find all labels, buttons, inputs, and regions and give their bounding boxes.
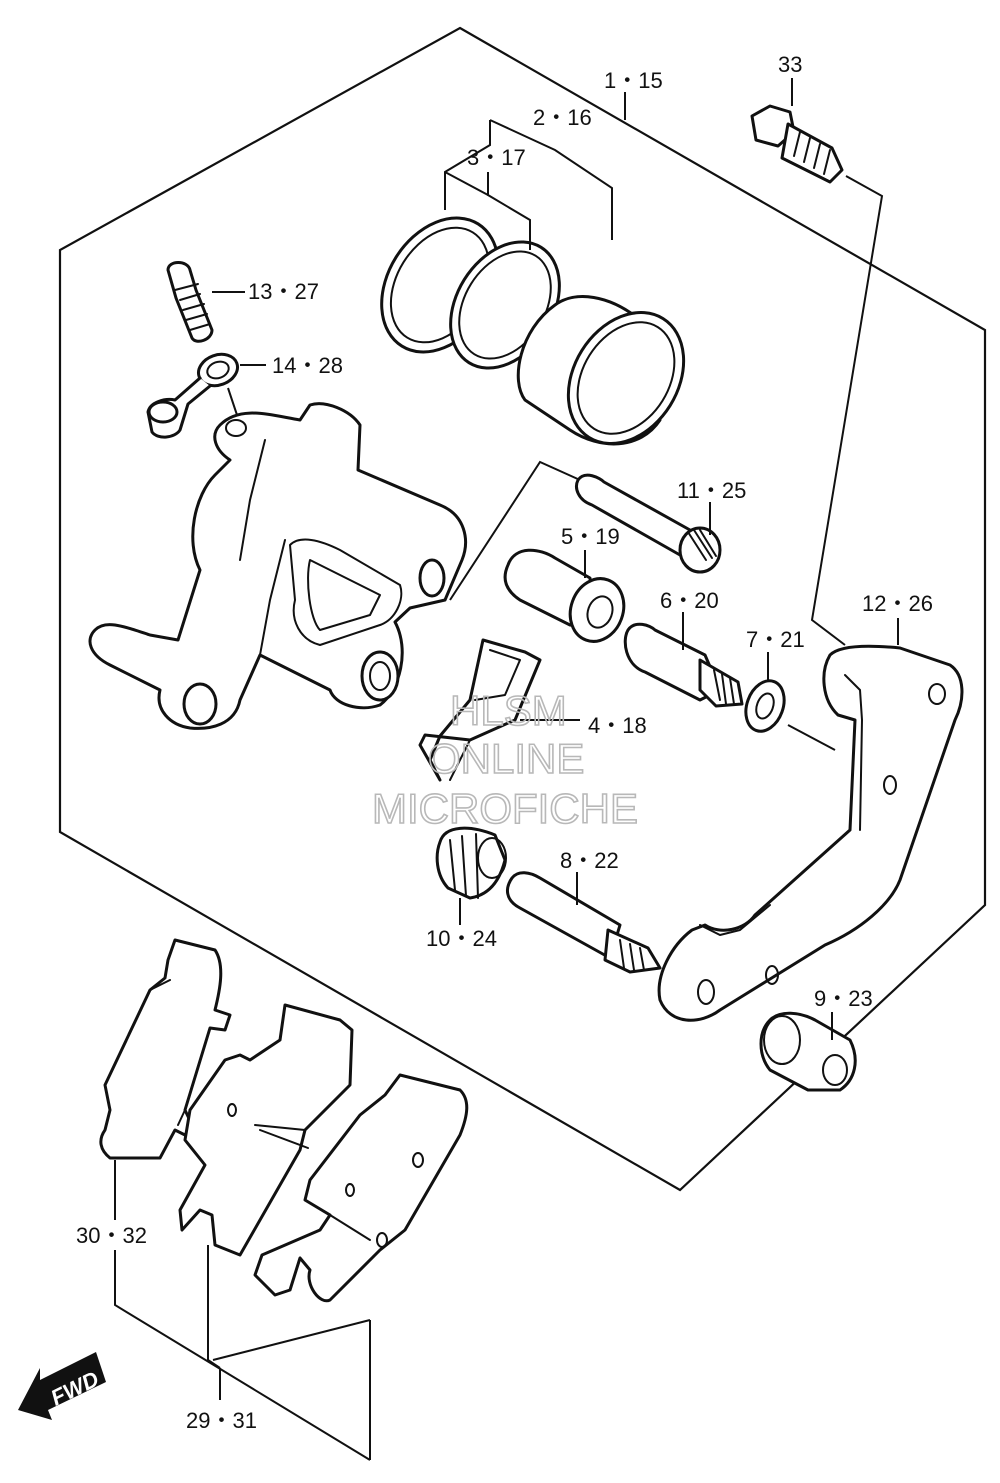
- pin-11[interactable]: [575, 473, 722, 574]
- assembly-frame: [58, 26, 987, 1192]
- label-part-5: 5・19: [561, 524, 620, 549]
- label-part-4: 4・18: [588, 713, 647, 738]
- label-part-14: 14・28: [272, 353, 343, 378]
- sleeve-9[interactable]: [759, 1011, 857, 1092]
- leader-3: [487, 172, 531, 250]
- pin-6[interactable]: [623, 622, 744, 708]
- label-part-9: 9・23: [814, 986, 873, 1011]
- leader-caliper-pin: [449, 460, 581, 601]
- caliper-bracket-12[interactable]: [657, 644, 964, 1022]
- watermark-line-1: HLSM: [450, 687, 567, 734]
- label-part-12: 12・26: [862, 591, 933, 616]
- washer-7[interactable]: [739, 675, 791, 736]
- leader-29: [207, 1245, 221, 1369]
- label-part-10: 10・24: [426, 926, 497, 951]
- label-part-13: 13・27: [248, 279, 319, 304]
- brake-pad-29[interactable]: [178, 1003, 469, 1303]
- pad-spring-clip-4[interactable]: [418, 638, 542, 782]
- leader-33b: [810, 175, 884, 646]
- watermark-line-3: MICROFICHE: [372, 785, 638, 832]
- pad-shim-30[interactable]: [99, 938, 232, 1160]
- label-part-11: 11・25: [677, 478, 746, 503]
- leader-3b: [444, 171, 489, 196]
- boot-10[interactable]: [435, 826, 507, 900]
- leader-14b: [227, 387, 239, 419]
- leader-2b: [444, 120, 491, 210]
- pin-8[interactable]: [506, 871, 662, 974]
- leader-2: [489, 119, 613, 240]
- fwd-arrow-icon: FWD: [18, 1352, 106, 1420]
- leader-30b: [114, 1250, 371, 1461]
- caliper-body[interactable]: [88, 402, 467, 730]
- label-part-2: 2・16: [533, 105, 592, 130]
- watermark-line-2: ONLINE: [428, 735, 584, 782]
- label-part-7: 7・21: [746, 627, 805, 652]
- bleeder-13[interactable]: [166, 261, 214, 343]
- leader-12b: [787, 724, 836, 751]
- bolt-33[interactable]: [750, 104, 844, 184]
- label-part-3: 3・17: [467, 145, 526, 170]
- label-part-33: 33: [778, 52, 802, 77]
- piston[interactable]: [516, 291, 707, 465]
- bleeder-cap-14[interactable]: [146, 349, 242, 439]
- sleeve-boot-5[interactable]: [503, 548, 632, 649]
- label-part-6: 6・20: [660, 588, 719, 613]
- label-part-8: 8・22: [560, 848, 619, 873]
- leader-29b: [212, 1319, 371, 1361]
- label-part-29: 29・31: [186, 1408, 257, 1433]
- label-part-1: 1・15: [604, 68, 663, 93]
- label-part-30: 30・32: [76, 1223, 147, 1248]
